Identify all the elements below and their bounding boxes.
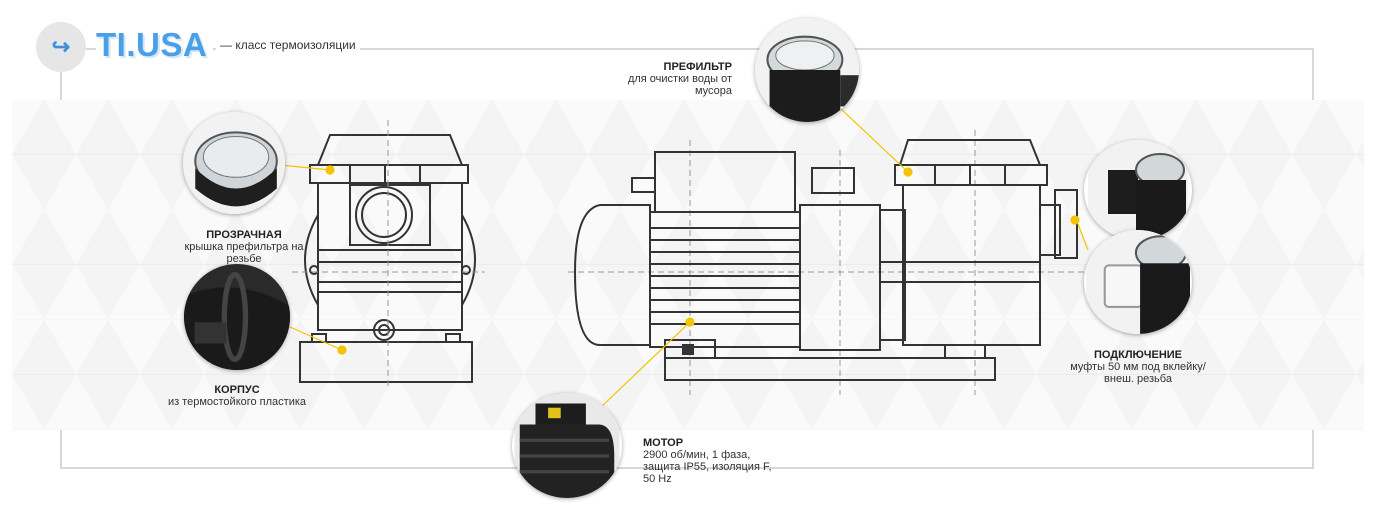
- brand-title: TI.USA: [96, 26, 214, 64]
- pump-front-view: [299, 134, 476, 383]
- brand-subtitle: — класс термоизоляции: [216, 38, 360, 52]
- motor-callout: МОТОР 2900 об/мин, 1 фаза, защита IP55, …: [643, 437, 803, 485]
- motor-photo: [512, 393, 622, 498]
- body-callout: КОРПУС из термостойкого пластика: [148, 384, 326, 408]
- motor-line-1: 2900 об/мин, 1 фаза,: [643, 449, 751, 461]
- lid-title: ПРОЗРАЧНАЯ: [206, 229, 282, 241]
- prefilter-photo: [755, 18, 859, 122]
- pump-side-view: [573, 139, 1078, 381]
- callout-lines: [279, 107, 1089, 411]
- lid-line-1: крышка префильтра на: [184, 241, 304, 253]
- body-photo: [184, 264, 290, 370]
- connection-line-1: муфты 50 мм под вклейку/: [1070, 361, 1206, 373]
- body-line-1: из термостойкого пластика: [167, 396, 307, 408]
- motor-line-3: 50 Hz: [643, 473, 672, 485]
- connection-photo-top: [1084, 140, 1192, 240]
- connection-title: ПОДКЛЮЧЕНИЕ: [1093, 349, 1183, 361]
- connection-photo-bottom: [1084, 230, 1192, 334]
- lid-line-2: резьбе: [226, 253, 262, 265]
- prefilter-callout: ПРЕФИЛЬТР для очистки воды от мусора: [592, 61, 732, 97]
- lid-photo: [183, 112, 285, 214]
- motor-line-2: защита IP55, изоляция F,: [643, 461, 772, 473]
- prefilter-line-2: мусора: [694, 85, 732, 97]
- lid-callout: ПРОЗРАЧНАЯ крышка префильтра на резьбе: [165, 229, 323, 265]
- connection-line-2: внеш. резьба: [1104, 373, 1172, 385]
- motor-title: МОТОР: [643, 437, 684, 449]
- connection-callout: ПОДКЛЮЧЕНИЕ муфты 50 мм под вклейку/ вне…: [1058, 349, 1218, 385]
- prefilter-line-1: для очистки воды от: [627, 73, 732, 85]
- return-arrow-icon[interactable]: ↪: [36, 22, 86, 72]
- prefilter-title: ПРЕФИЛЬТР: [663, 61, 732, 73]
- body-title: КОРПУС: [214, 384, 260, 396]
